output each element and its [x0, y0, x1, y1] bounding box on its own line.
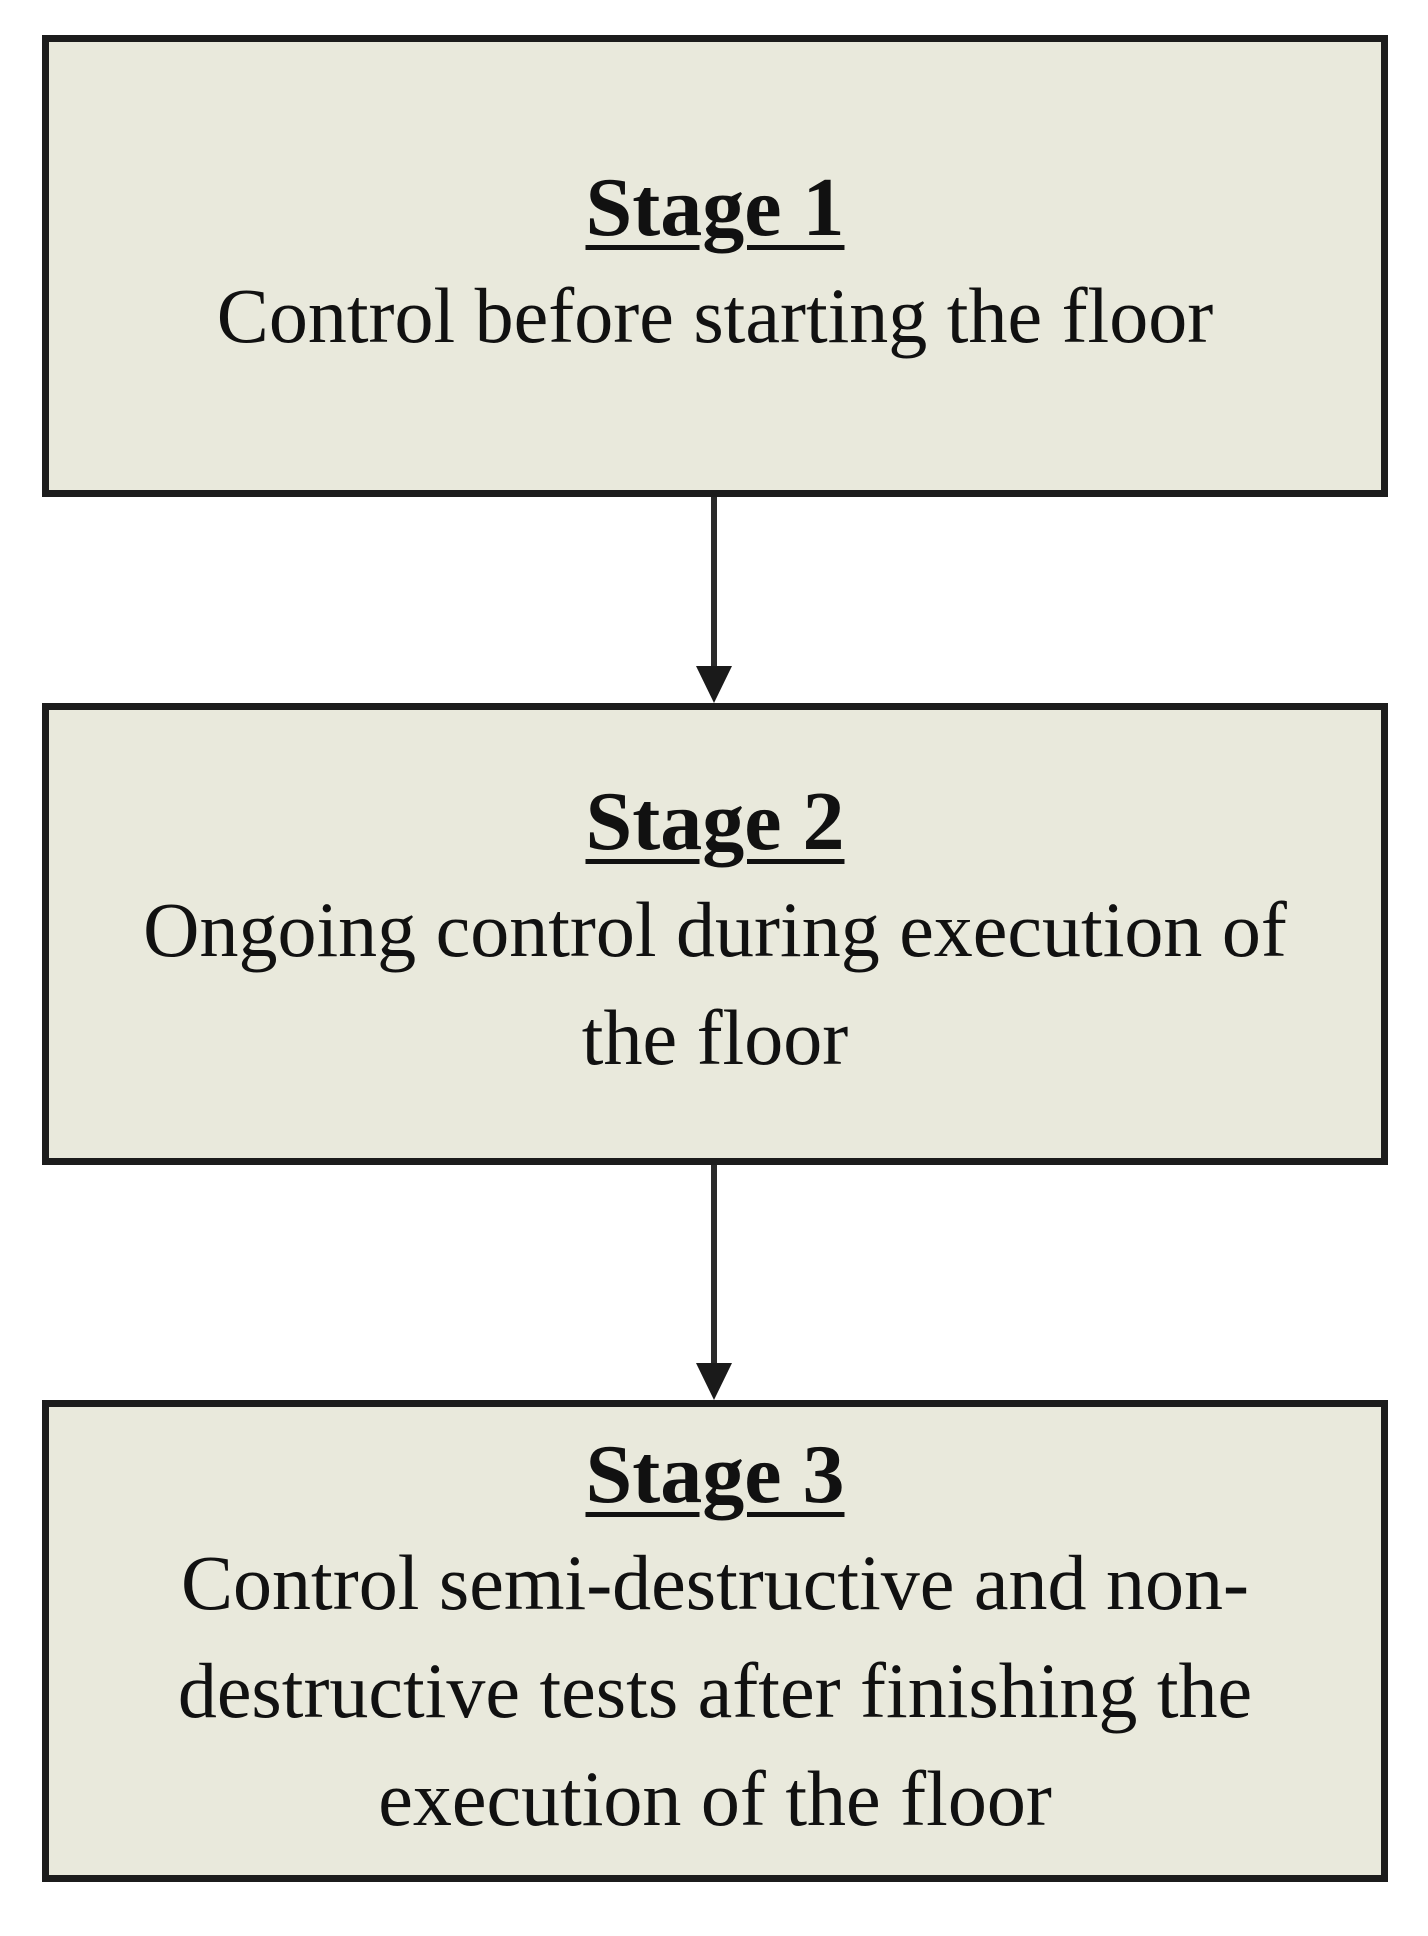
stage-3-box: Stage 3 Control semi-destructive and non… [42, 1400, 1388, 1882]
arrow-stage2-to-stage3 [696, 1165, 732, 1400]
stage-2-box: Stage 2 Ongoing control during execution… [42, 703, 1388, 1165]
stage-2-title: Stage 2 [585, 774, 845, 868]
arrow-stage1-to-stage2 [696, 497, 732, 703]
stage-3-title: Stage 3 [585, 1427, 845, 1521]
stage-1-description: Control before starting the floor [216, 272, 1214, 360]
stage-2-description: Ongoing control during execution of the … [143, 886, 1287, 1082]
stage-1-box: Stage 1 Control before starting the floo… [42, 35, 1388, 497]
stage-3-description: Control semi-destructive and non-destruc… [177, 1539, 1253, 1843]
stage-1-title: Stage 1 [585, 160, 845, 254]
